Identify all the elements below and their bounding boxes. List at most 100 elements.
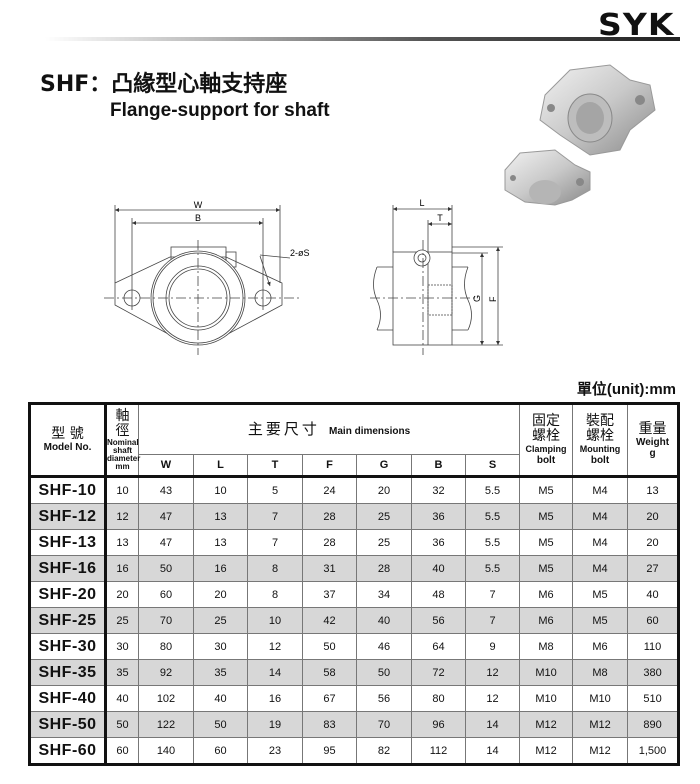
cell-w: 60 bbox=[138, 581, 194, 608]
cell-weight: 40 bbox=[627, 581, 680, 608]
cell-l: 35 bbox=[193, 659, 248, 686]
cell-clamping-bolt: M5 bbox=[519, 476, 574, 504]
cell-g: 28 bbox=[356, 555, 412, 582]
product-photo-large bbox=[539, 64, 656, 156]
cell-f: 31 bbox=[302, 555, 357, 582]
cell-t: 23 bbox=[247, 737, 303, 765]
cell-model: SHF-25 bbox=[29, 607, 107, 634]
cell-model: SHF-13 bbox=[29, 529, 107, 556]
cell-f: 28 bbox=[302, 529, 357, 556]
cell-t: 19 bbox=[247, 711, 303, 738]
cell-w: 47 bbox=[138, 529, 194, 556]
dim-label-f: F bbox=[488, 296, 498, 302]
cell-mounting-bolt: M6 bbox=[572, 633, 629, 660]
header-f: F bbox=[302, 454, 357, 478]
cell-clamping-bolt: M12 bbox=[519, 711, 574, 738]
cell-g: 82 bbox=[356, 737, 412, 765]
cell-w: 70 bbox=[138, 607, 194, 634]
cell-t: 12 bbox=[247, 633, 303, 660]
header-rule bbox=[45, 37, 680, 41]
cell-shaft-diameter: 30 bbox=[105, 633, 139, 660]
cell-weight: 20 bbox=[627, 529, 680, 556]
cell-mounting-bolt: M10 bbox=[572, 685, 629, 712]
cell-shaft-diameter: 60 bbox=[105, 737, 139, 765]
cell-model: SHF-40 bbox=[29, 685, 107, 712]
cell-t: 7 bbox=[247, 529, 303, 556]
cell-f: 37 bbox=[302, 581, 357, 608]
cell-weight: 27 bbox=[627, 555, 680, 582]
cell-w: 50 bbox=[138, 555, 194, 582]
cell-s: 14 bbox=[464, 737, 521, 765]
cell-l: 10 bbox=[193, 476, 248, 504]
header-g: G bbox=[356, 454, 412, 478]
dim-label-l: L bbox=[419, 198, 424, 208]
cell-b: 32 bbox=[411, 476, 466, 504]
header-shaft-diameter: 軸 徑 Nominal shaft diameter mm bbox=[105, 403, 140, 478]
cell-b: 96 bbox=[411, 711, 466, 738]
cell-l: 13 bbox=[193, 503, 248, 530]
cell-b: 72 bbox=[411, 659, 466, 686]
dim-label-s: 2-øS bbox=[290, 248, 310, 258]
page-subtitle: Flange-support for shaft bbox=[110, 100, 330, 121]
header-l: L bbox=[193, 454, 248, 478]
cell-shaft-diameter: 40 bbox=[105, 685, 139, 712]
cell-s: 12 bbox=[464, 659, 521, 686]
cell-b: 56 bbox=[411, 607, 466, 634]
cell-t: 7 bbox=[247, 503, 303, 530]
cell-f: 24 bbox=[302, 476, 357, 504]
cell-g: 34 bbox=[356, 581, 412, 608]
cell-w: 122 bbox=[138, 711, 194, 738]
cell-shaft-diameter: 20 bbox=[105, 581, 139, 608]
cell-f: 83 bbox=[302, 711, 357, 738]
cell-l: 40 bbox=[193, 685, 248, 712]
cell-model: SHF-35 bbox=[29, 659, 107, 686]
cell-l: 25 bbox=[193, 607, 248, 634]
header-t: T bbox=[247, 454, 303, 478]
cell-g: 46 bbox=[356, 633, 412, 660]
header-s: S bbox=[464, 454, 521, 478]
cell-clamping-bolt: M6 bbox=[519, 581, 574, 608]
cell-w: 102 bbox=[138, 685, 194, 712]
cell-b: 48 bbox=[411, 581, 466, 608]
cell-clamping-bolt: M8 bbox=[519, 633, 574, 660]
cell-l: 20 bbox=[193, 581, 248, 608]
cell-s: 7 bbox=[464, 581, 521, 608]
cell-t: 14 bbox=[247, 659, 303, 686]
cell-b: 64 bbox=[411, 633, 466, 660]
cell-mounting-bolt: M5 bbox=[572, 581, 629, 608]
cell-b: 40 bbox=[411, 555, 466, 582]
cell-model: SHF-50 bbox=[29, 711, 107, 738]
cell-mounting-bolt: M4 bbox=[572, 529, 629, 556]
side-view bbox=[370, 205, 503, 355]
cell-model: SHF-60 bbox=[29, 737, 107, 765]
cell-f: 58 bbox=[302, 659, 357, 686]
cell-g: 20 bbox=[356, 476, 412, 504]
header-weight: 重量 Weight g bbox=[627, 403, 680, 478]
cell-t: 10 bbox=[247, 607, 303, 634]
cell-g: 56 bbox=[356, 685, 412, 712]
cell-mounting-bolt: M4 bbox=[572, 555, 629, 582]
cell-t: 16 bbox=[247, 685, 303, 712]
cell-f: 28 bbox=[302, 503, 357, 530]
page-title: SHF：凸緣型心軸支持座 bbox=[40, 72, 288, 97]
cell-g: 70 bbox=[356, 711, 412, 738]
cell-model: SHF-30 bbox=[29, 633, 107, 660]
technical-drawing: W B 2-øS L T G F bbox=[104, 64, 656, 355]
cell-t: 5 bbox=[247, 476, 303, 504]
cell-clamping-bolt: M12 bbox=[519, 737, 574, 765]
cell-g: 40 bbox=[356, 607, 412, 634]
header-main-dimensions: 主要尺寸 Main dimensions bbox=[137, 403, 521, 455]
unit-label: 單位(unit):mm bbox=[576, 381, 676, 398]
cell-s: 5.5 bbox=[464, 476, 521, 504]
cell-b: 36 bbox=[411, 529, 466, 556]
cell-weight: 110 bbox=[627, 633, 680, 660]
cell-clamping-bolt: M6 bbox=[519, 607, 574, 634]
